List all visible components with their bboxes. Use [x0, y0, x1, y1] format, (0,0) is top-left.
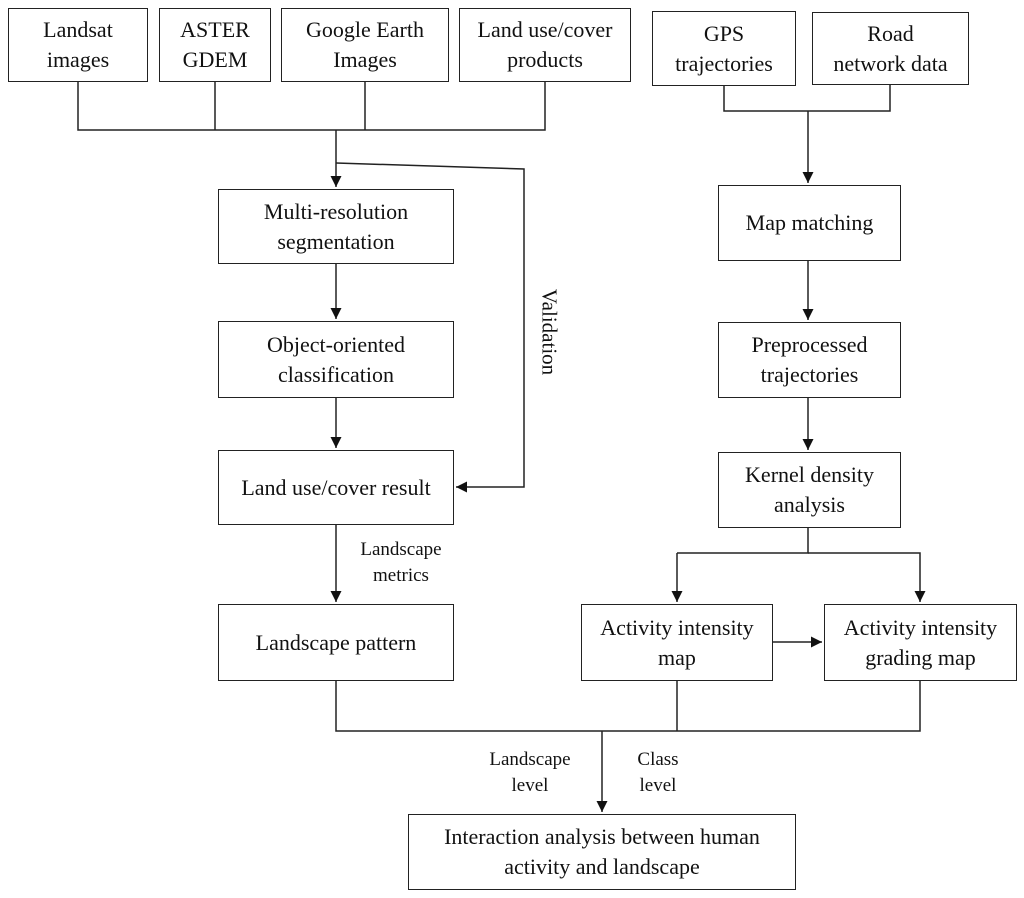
kernel-split-line	[677, 528, 809, 554]
validation-label: Validation	[537, 288, 562, 376]
gps-road-merge-line	[723, 85, 891, 112]
validation-loop-arrow	[335, 162, 525, 493]
land-use-cover-result-box: Land use/cover result	[218, 450, 454, 525]
landscape-pattern-box: Landscape pattern	[218, 604, 454, 681]
map-matching-box: Map matching	[718, 185, 901, 261]
bottom-merge-line	[335, 681, 921, 732]
inputs-merge-line	[77, 82, 546, 131]
kernel-to-grading-arrow	[808, 552, 926, 602]
